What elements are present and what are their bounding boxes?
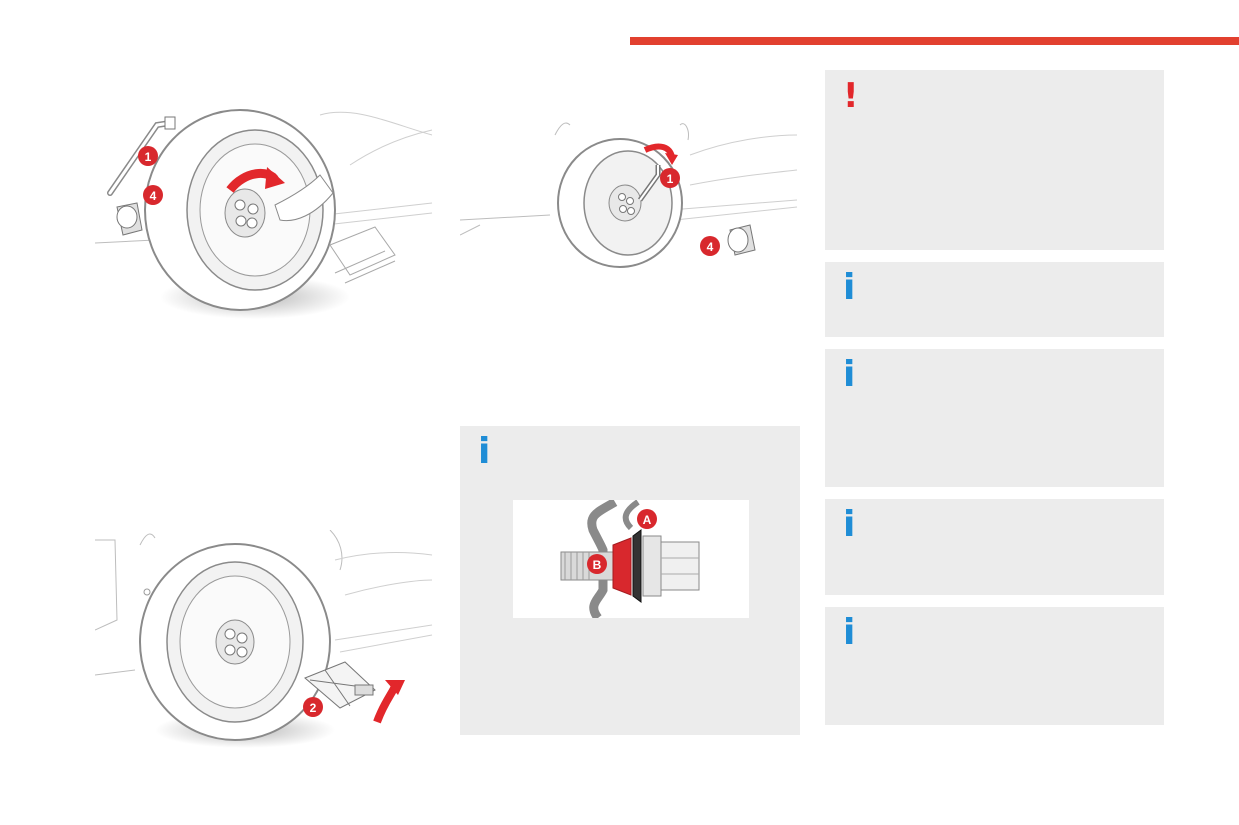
callout-a: A — [643, 513, 652, 527]
info-panel-4: i — [825, 607, 1164, 725]
callout-2: 2 — [310, 701, 317, 715]
info-panel-bolt: i A B — [460, 426, 800, 735]
info-icon: i — [478, 431, 491, 472]
bolt-detail-diagram: A B — [513, 500, 749, 618]
callout-4: 4 — [150, 189, 157, 203]
exclamation-icon: ! — [843, 76, 859, 116]
info-icon: i — [843, 612, 856, 653]
callout-1: 1 — [145, 150, 152, 164]
callout-1: 1 — [667, 172, 674, 186]
wheel-illustration-jack: 2 — [95, 530, 433, 748]
info-icon: i — [843, 504, 856, 545]
wheel-illustration-remove-bolt: 1 4 — [460, 122, 798, 268]
callout-4: 4 — [707, 240, 714, 254]
wheel-illustration-loosen: 1 4 — [95, 109, 433, 319]
info-panel-1: i — [825, 262, 1164, 337]
info-icon: i — [843, 267, 856, 308]
header-accent-bar — [630, 37, 1239, 45]
callout-b: B — [593, 558, 602, 572]
warning-panel: ! — [825, 70, 1164, 250]
info-panel-3: i — [825, 499, 1164, 595]
info-icon: i — [843, 354, 856, 395]
info-panel-2: i — [825, 349, 1164, 487]
